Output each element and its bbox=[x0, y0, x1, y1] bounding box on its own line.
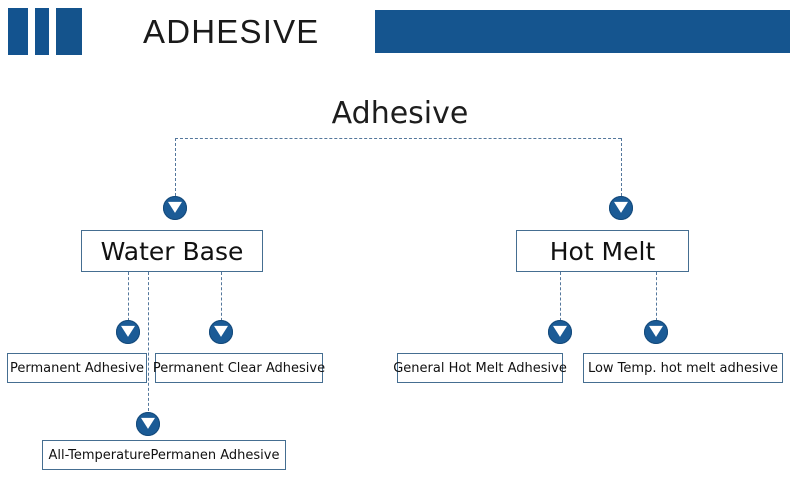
arrow-marker-hot-melt bbox=[609, 196, 633, 220]
node-general-hot-melt-adhesive-label: General Hot Melt Adhesive bbox=[393, 360, 567, 376]
logo-bar-2 bbox=[35, 8, 49, 55]
logo-bar-3 bbox=[56, 8, 82, 55]
connector-water-base-to-all-temperature bbox=[148, 272, 149, 416]
node-permanent-clear-adhesive-label: Permanent Clear Adhesive bbox=[152, 360, 326, 376]
logo-bar-1 bbox=[8, 8, 28, 55]
node-general-hot-melt-adhesive[interactable]: General Hot Melt Adhesive bbox=[393, 353, 567, 383]
node-water-base[interactable]: Water Base bbox=[81, 230, 263, 272]
node-hot-melt-label: Hot Melt bbox=[549, 236, 656, 266]
arrow-marker-all-temperature bbox=[136, 412, 160, 436]
connector-root-to-water-base bbox=[175, 138, 176, 196]
connector-water-base-to-permanent-clear-adhesive bbox=[221, 272, 222, 326]
node-water-base-label: Water Base bbox=[100, 236, 244, 266]
node-hot-melt[interactable]: Hot Melt bbox=[516, 230, 689, 272]
node-all-temperature-permanent-adhesive-label: All-TemperaturePermanen Adhesive bbox=[48, 447, 280, 463]
node-all-temperature-permanent-adhesive[interactable]: All-TemperaturePermanen Adhesive bbox=[42, 440, 286, 470]
node-permanent-adhesive[interactable]: Permanent Adhesive bbox=[7, 353, 147, 383]
connector-water-base-to-permanent-adhesive bbox=[128, 272, 129, 326]
arrow-marker-general-hot-melt bbox=[548, 320, 572, 344]
arrow-marker-water-base bbox=[163, 196, 187, 220]
connector-hot-melt-to-low-temp bbox=[656, 272, 657, 326]
page-title: ADHESIVE bbox=[143, 13, 320, 50]
header-banner bbox=[375, 10, 790, 53]
arrow-marker-permanent-adhesive bbox=[116, 320, 140, 344]
node-permanent-adhesive-label: Permanent Adhesive bbox=[9, 360, 145, 376]
arrow-marker-low-temp-hot-melt bbox=[644, 320, 668, 344]
root-node-label: Adhesive bbox=[331, 96, 469, 131]
connector-root-to-hot-melt bbox=[621, 138, 622, 196]
arrow-marker-permanent-clear-adhesive bbox=[209, 320, 233, 344]
node-low-temp-hot-melt-adhesive-label: Low Temp. hot melt adhesive bbox=[587, 360, 779, 376]
connector-root-horizontal bbox=[175, 138, 621, 139]
node-low-temp-hot-melt-adhesive[interactable]: Low Temp. hot melt adhesive bbox=[583, 353, 783, 383]
connector-hot-melt-to-general bbox=[560, 272, 561, 326]
node-permanent-clear-adhesive[interactable]: Permanent Clear Adhesive bbox=[152, 353, 326, 383]
